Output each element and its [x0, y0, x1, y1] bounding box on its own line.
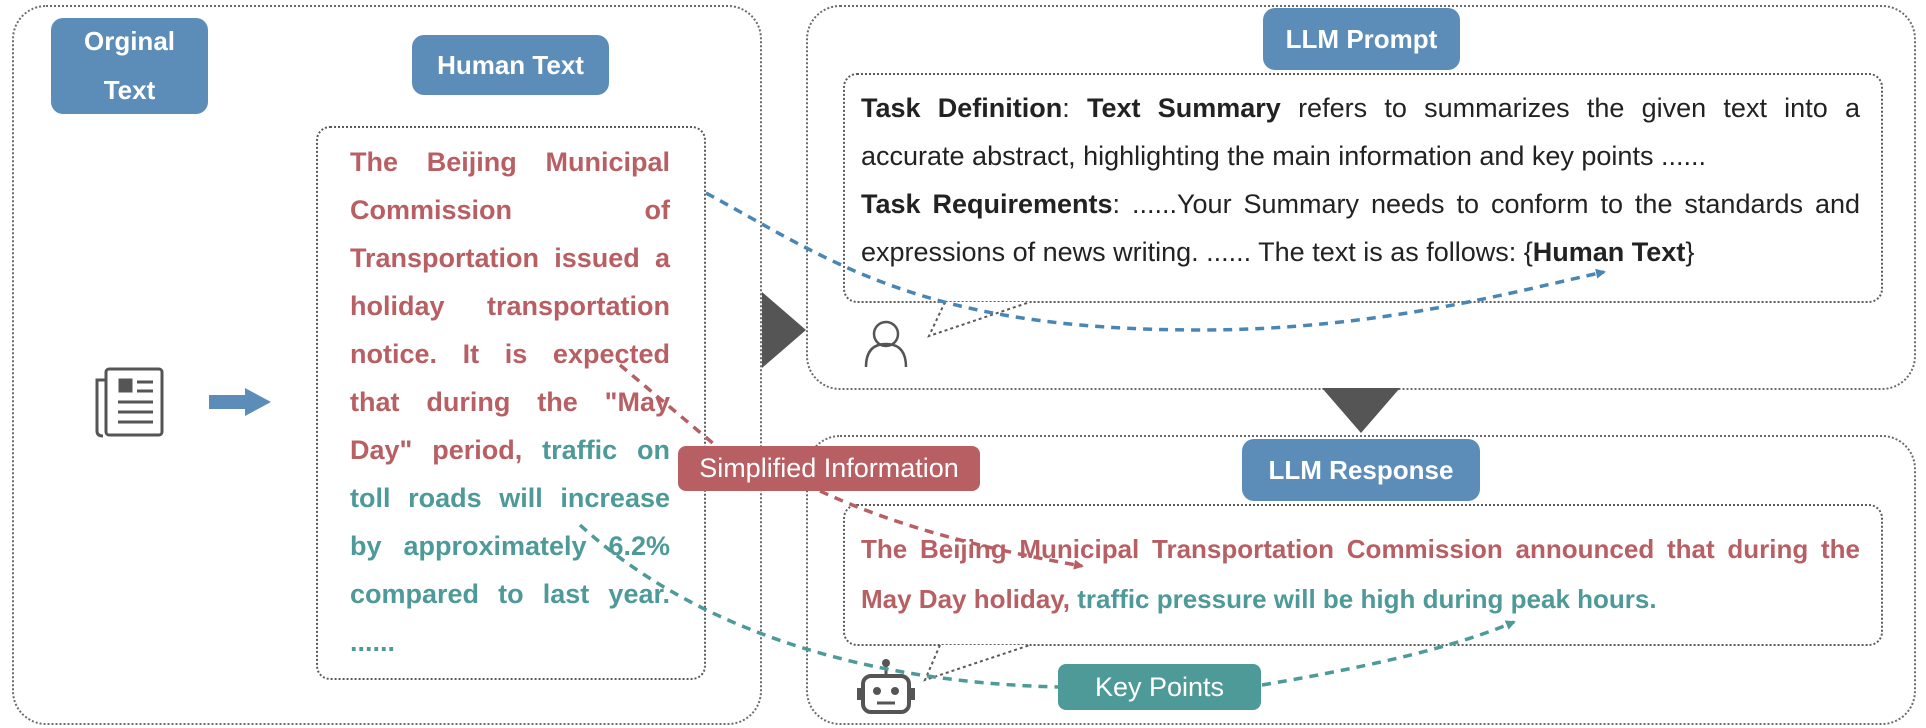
prompt-box — [843, 73, 1883, 303]
task-definition-label: Task Definition — [861, 93, 1063, 123]
key-points-to-response-arrow — [1261, 620, 1516, 687]
human-text-simplified-part: The Beijing Municipal Commission of Tran… — [350, 147, 670, 465]
llm-prompt-label: LLM Prompt — [1263, 8, 1460, 70]
simplified-info-connector — [618, 363, 717, 447]
prompt-bubble-tail — [927, 301, 1031, 338]
human-text-label: Human Text — [412, 35, 609, 95]
original-text-label-line2: Text — [103, 75, 156, 105]
response-box — [843, 504, 1883, 646]
human-text-content: The Beijing Municipal Commission of Tran… — [350, 138, 670, 666]
task-definition-sep: : — [1062, 93, 1088, 123]
task-requirements-label: Task Requirements — [861, 189, 1113, 219]
human-text-to-prompt-arrow — [705, 191, 1606, 332]
task-definition-text: refers to summarizes the given text into… — [861, 93, 1860, 171]
response-bubble-tail — [923, 644, 1031, 682]
flow-right-triangle-icon — [762, 292, 806, 368]
newspaper-icon — [95, 367, 164, 438]
right-arrow-icon — [209, 388, 271, 416]
robot-icon — [857, 659, 915, 714]
human-text-box — [316, 126, 706, 680]
simplified-info-to-response-arrow — [819, 489, 1084, 570]
task-requirements-text: : ......Your Summary needs to conform to… — [861, 189, 1860, 267]
response-key-part: traffic pressure will be high during pea… — [1077, 584, 1657, 614]
left-panel — [12, 5, 762, 725]
key-points-tag: Key Points — [1058, 664, 1261, 710]
prompt-text: Task Definition: Text Summary refers to … — [861, 84, 1860, 276]
simplified-information-tag: Simplified Information — [678, 446, 980, 491]
user-icon — [864, 320, 908, 368]
task-requirements: Task Requirements: ......Your Summary ne… — [861, 180, 1860, 276]
task-requirements-close: } — [1685, 237, 1695, 267]
original-text-label-line1: Orginal — [83, 26, 175, 56]
flow-down-triangle-icon — [1322, 388, 1400, 433]
task-definition-term: Text Summary — [1087, 93, 1281, 123]
response-panel — [806, 435, 1916, 725]
task-definition: Task Definition: Text Summary refers to … — [861, 84, 1860, 180]
key-points-connector — [578, 523, 1059, 689]
human-text-variable: Human Text — [1532, 237, 1686, 267]
llm-response-label: LLM Response — [1242, 439, 1480, 501]
response-text: The Beijing Municipal Transportation Com… — [861, 524, 1860, 624]
response-simplified-part: The Beijing Municipal Transportation Com… — [861, 534, 1860, 614]
original-text-label: Orginal Text — [51, 18, 208, 114]
